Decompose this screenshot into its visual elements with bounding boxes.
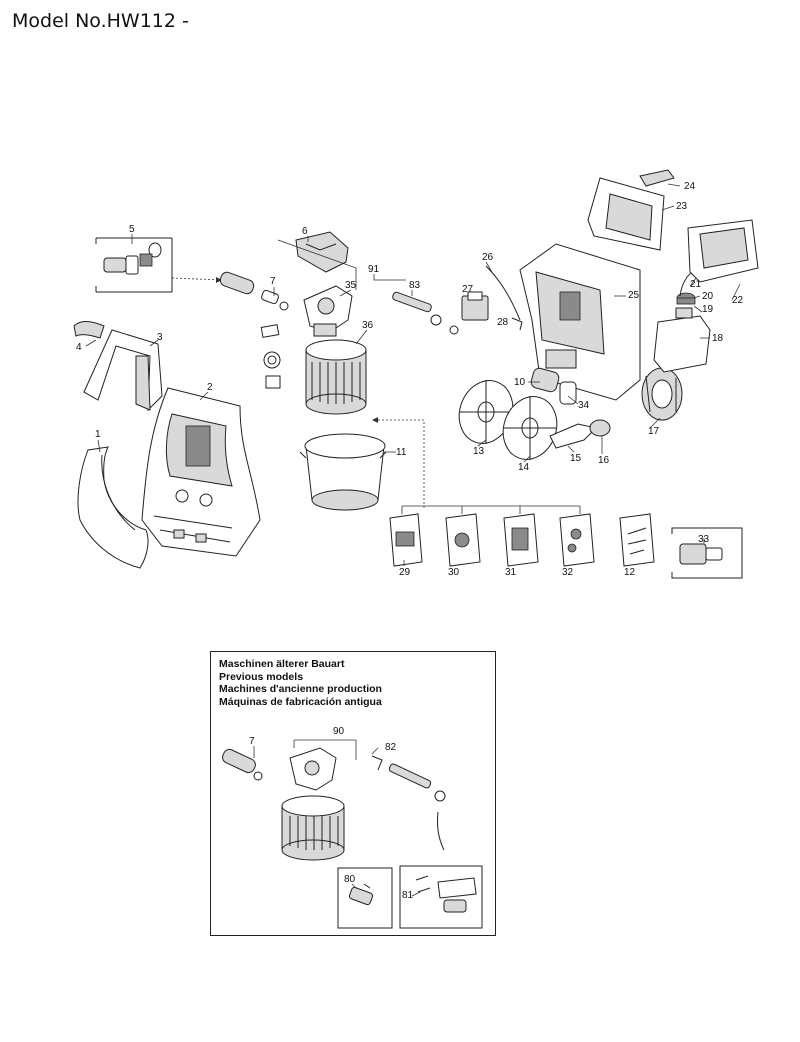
part-23-upper-panel[interactable]	[587, 177, 665, 251]
label-part-31: 31	[505, 567, 517, 578]
part-33-nozzle[interactable]	[671, 527, 743, 579]
label-part-21: 21	[690, 279, 702, 290]
leader-lines	[85, 183, 741, 566]
legacy-leader-lines	[253, 739, 421, 897]
legacy-label-part-82: 82	[385, 742, 397, 753]
part-10-reel-hub[interactable]	[530, 367, 560, 393]
label-part-24: 24	[684, 181, 696, 192]
legacy-part-80-box[interactable]	[337, 867, 393, 929]
kit-bracket-line	[401, 505, 581, 514]
label-part-11: 11	[396, 447, 407, 458]
part-11-motor-housing[interactable]	[299, 433, 387, 511]
label-part-35: 35	[345, 280, 357, 291]
part-17-wheel[interactable]	[641, 367, 683, 421]
part-32-kit-bag[interactable]	[559, 513, 595, 567]
part-2-main-frame[interactable]	[141, 387, 261, 557]
part-14-reel-disc[interactable]	[495, 389, 566, 467]
label-part-36: 36	[362, 320, 374, 331]
part-6-pump-cover[interactable]	[295, 231, 349, 273]
part-31-kit-bag[interactable]	[503, 513, 539, 567]
part-28-clip[interactable]	[511, 317, 523, 331]
part-34-crank[interactable]	[559, 381, 577, 405]
legacy-label-part-80: 80	[344, 874, 356, 885]
label-part-23: 23	[676, 201, 688, 212]
part-3-handle[interactable]	[83, 329, 163, 412]
part-4-grip[interactable]	[73, 321, 105, 339]
label-part-91: 91	[368, 264, 380, 275]
label-part-26: 26	[482, 252, 494, 263]
legacy-part-81-box[interactable]	[399, 865, 483, 929]
part-29-kit-bag[interactable]	[389, 513, 423, 567]
label-part-32: 32	[562, 567, 574, 578]
label-part-20: 20	[702, 291, 714, 302]
part-22-rear-cover[interactable]	[687, 219, 759, 283]
label-part-6: 6	[302, 226, 308, 237]
part-5-coupling[interactable]	[95, 237, 173, 293]
arrow-head-icon	[372, 417, 378, 423]
part-35-pump-head[interactable]	[303, 285, 353, 337]
label-part-16: 16	[598, 455, 610, 466]
label-part-5: 5	[129, 224, 135, 235]
part-25-chassis[interactable]	[519, 243, 641, 401]
label-part-83: 83	[409, 280, 421, 291]
label-part-12: 12	[624, 567, 636, 578]
part-36-motor[interactable]	[305, 339, 367, 415]
part-24-top-cap[interactable]	[639, 169, 675, 187]
part-1-front-cover[interactable]	[77, 446, 149, 569]
label-part-27: 27	[462, 284, 474, 295]
previous-models-box: Maschinen älterer Bauart Previous models…	[210, 651, 496, 936]
part-16-knob[interactable]	[589, 419, 611, 437]
label-part-33: 33	[698, 534, 710, 545]
part-30-kit-bag[interactable]	[445, 513, 481, 567]
part-27-bracket[interactable]	[461, 291, 489, 321]
label-part-22: 22	[732, 295, 744, 306]
label-part-29: 29	[399, 567, 411, 578]
label-part-28: 28	[497, 317, 509, 328]
previous-models-heading: Maschinen älterer Bauart Previous models…	[219, 658, 382, 708]
label-part-15: 15	[570, 453, 582, 464]
seal-kit-parts	[260, 324, 281, 389]
heading-line-de: Maschinen älterer Bauart	[219, 658, 345, 670]
label-part-18: 18	[712, 333, 724, 344]
label-part-4: 4	[76, 342, 82, 353]
arrow-head-icon	[216, 277, 222, 283]
legacy-part-82-connector[interactable]	[371, 755, 446, 851]
label-part-7: 7	[270, 276, 276, 287]
part-19-cap[interactable]	[676, 292, 696, 305]
part-12-screw-bag[interactable]	[619, 513, 655, 567]
label-part-10: 10	[514, 377, 526, 388]
part-83-outlet-connector[interactable]	[392, 291, 459, 335]
label-part-25: 25	[628, 290, 640, 301]
legacy-label-part-81: 81	[402, 890, 414, 901]
part-18-detergent-tank[interactable]	[653, 307, 711, 373]
part-26-hose[interactable]	[485, 265, 521, 321]
heading-line-fr: Machines d'ancienne production	[219, 683, 382, 695]
leader-5-dotted	[171, 277, 223, 281]
part-7-nozzle-adapter[interactable]	[219, 271, 289, 311]
legacy-part-90-pump-motor[interactable]	[281, 747, 345, 861]
legacy-label-part-90: 90	[333, 726, 345, 737]
label-part-14: 14	[518, 462, 530, 473]
label-part-34: 34	[578, 400, 590, 411]
part-15-crank-handle[interactable]	[549, 423, 597, 449]
label-part-19: 19	[702, 304, 714, 315]
label-part-3: 3	[157, 332, 163, 343]
page-title: Model No.HW112 -	[12, 10, 189, 32]
label-part-1: 1	[95, 429, 101, 440]
label-part-13: 13	[473, 446, 485, 457]
leader-kits-dotted	[372, 419, 425, 508]
label-part-2: 2	[207, 382, 213, 393]
heading-line-en: Previous models	[219, 670, 304, 683]
legacy-label-part-7: 7	[249, 736, 255, 747]
heading-line-es: Máquinas de fabricación antigua	[219, 695, 382, 708]
legacy-part-7-adapter[interactable]	[221, 747, 263, 781]
label-part-30: 30	[448, 567, 460, 578]
label-part-17: 17	[648, 426, 660, 437]
